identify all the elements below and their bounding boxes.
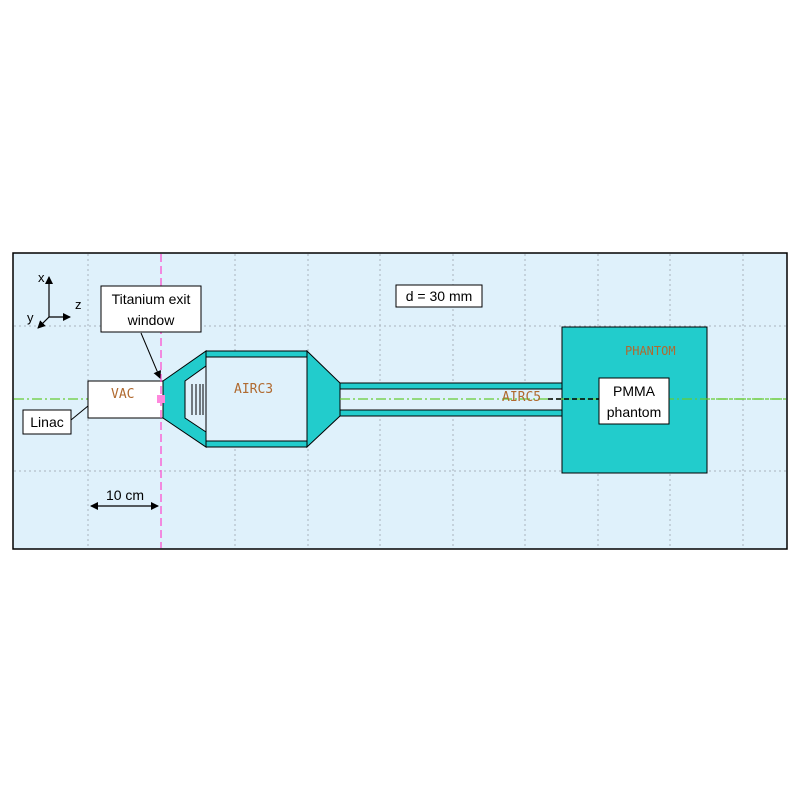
airc3-region [205,356,308,442]
airc5-label: AIRC5 [502,390,541,405]
exit-window-plates [184,381,204,418]
scale-label: 10 cm [106,487,144,503]
linac-callout-line [70,405,89,421]
linac-callout-box [22,409,72,435]
axis-z-label: z [75,297,82,312]
axis-y-label: y [27,310,34,325]
linac-vac-region [87,380,164,419]
titanium-callout-line2: window [127,312,176,328]
distance-box [395,284,483,308]
pmma-callout-line1: PMMA [613,383,656,399]
vac-label: VAC [111,387,134,402]
titanium-callout-arrow [140,332,161,379]
phantom-region-label: PHANTOM [625,344,676,358]
linac-callout-label: Linac [30,414,63,430]
pmma-callout-box [598,377,670,425]
pmma-callout-line2: phantom [607,404,661,420]
exit-window-marker [157,395,165,403]
distance-label: d = 30 mm [406,288,473,304]
airc3-label: AIRC3 [234,382,273,397]
titanium-callout-line1: Titanium exit [112,291,191,307]
axis-x-label: x [38,270,45,285]
titanium-callout-box [100,285,202,333]
axes-indicator [37,276,71,329]
